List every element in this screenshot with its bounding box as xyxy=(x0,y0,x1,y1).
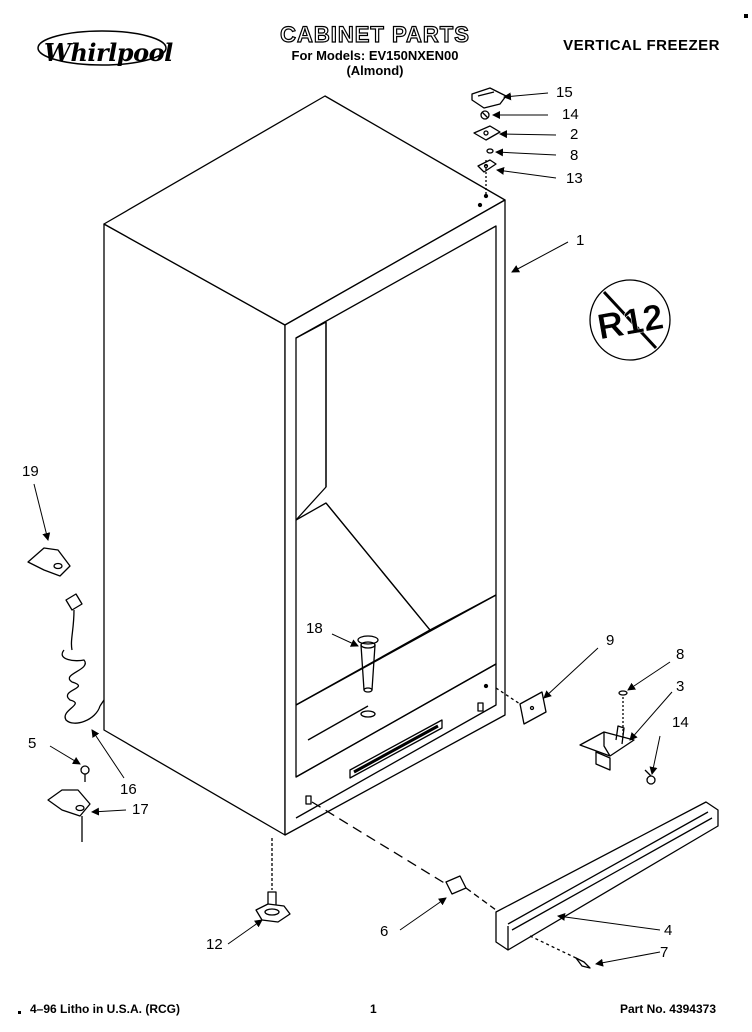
leveling-leg xyxy=(255,838,291,923)
callout-13: 13 xyxy=(566,170,583,187)
callout-14-bottom: 14 xyxy=(672,714,689,731)
callout-1: 1 xyxy=(576,232,584,249)
footer-bullet xyxy=(18,1011,21,1014)
callout-19: 19 xyxy=(22,463,39,480)
callout-4: 4 xyxy=(664,922,672,939)
callout-6: 6 xyxy=(380,923,388,940)
callout-8-bottom: 8 xyxy=(676,646,684,663)
footer-part-number: Part No. 4394373 xyxy=(619,1002,716,1016)
screw-5 xyxy=(80,765,90,782)
callout-7: 7 xyxy=(660,944,668,961)
callout-15: 15 xyxy=(556,84,573,101)
cable-clip-upper xyxy=(27,547,71,577)
screw-7 xyxy=(529,935,591,969)
models-line: For Models: EV150NXEN00 xyxy=(291,48,459,63)
callout-18: 18 xyxy=(306,620,323,637)
color-line: (Almond) xyxy=(346,63,404,78)
callout-9: 9 xyxy=(606,632,614,649)
callout-8-top: 8 xyxy=(570,147,578,164)
hinge-bracket-plate xyxy=(495,687,547,725)
callout-14-top: 14 xyxy=(562,106,579,123)
brand-logo-oval xyxy=(37,30,167,66)
callout-5: 5 xyxy=(28,735,36,752)
grille-clip xyxy=(311,801,497,911)
r12-badge-text: R12 xyxy=(594,296,666,348)
cable-clip-lower xyxy=(47,789,91,842)
model-info: For Models: EV150NXEN00 (Almond) xyxy=(240,48,510,78)
callout-3: 3 xyxy=(676,678,684,695)
callout-16: 16 xyxy=(120,781,137,798)
callout-12: 12 xyxy=(206,936,223,953)
top-hinge-assembly xyxy=(471,87,507,196)
leader-lines xyxy=(33,92,673,967)
callout-2: 2 xyxy=(570,126,578,143)
cabinet-body xyxy=(103,95,506,836)
page-title: CABINET PARTS xyxy=(279,21,470,47)
corner-mark xyxy=(744,14,748,18)
bottom-hinge xyxy=(579,690,656,785)
category-label: VERTICAL FREEZER xyxy=(563,37,720,54)
callout-17: 17 xyxy=(132,801,149,818)
toe-grille xyxy=(495,801,719,951)
r12-badge xyxy=(589,279,671,361)
brand-logo: Whirlpool xyxy=(44,38,173,67)
footer-page-number: 1 xyxy=(370,1002,377,1016)
power-cord xyxy=(61,593,105,724)
footer-litho: 4–96 Litho in U.S.A. (RCG) xyxy=(30,1002,181,1016)
